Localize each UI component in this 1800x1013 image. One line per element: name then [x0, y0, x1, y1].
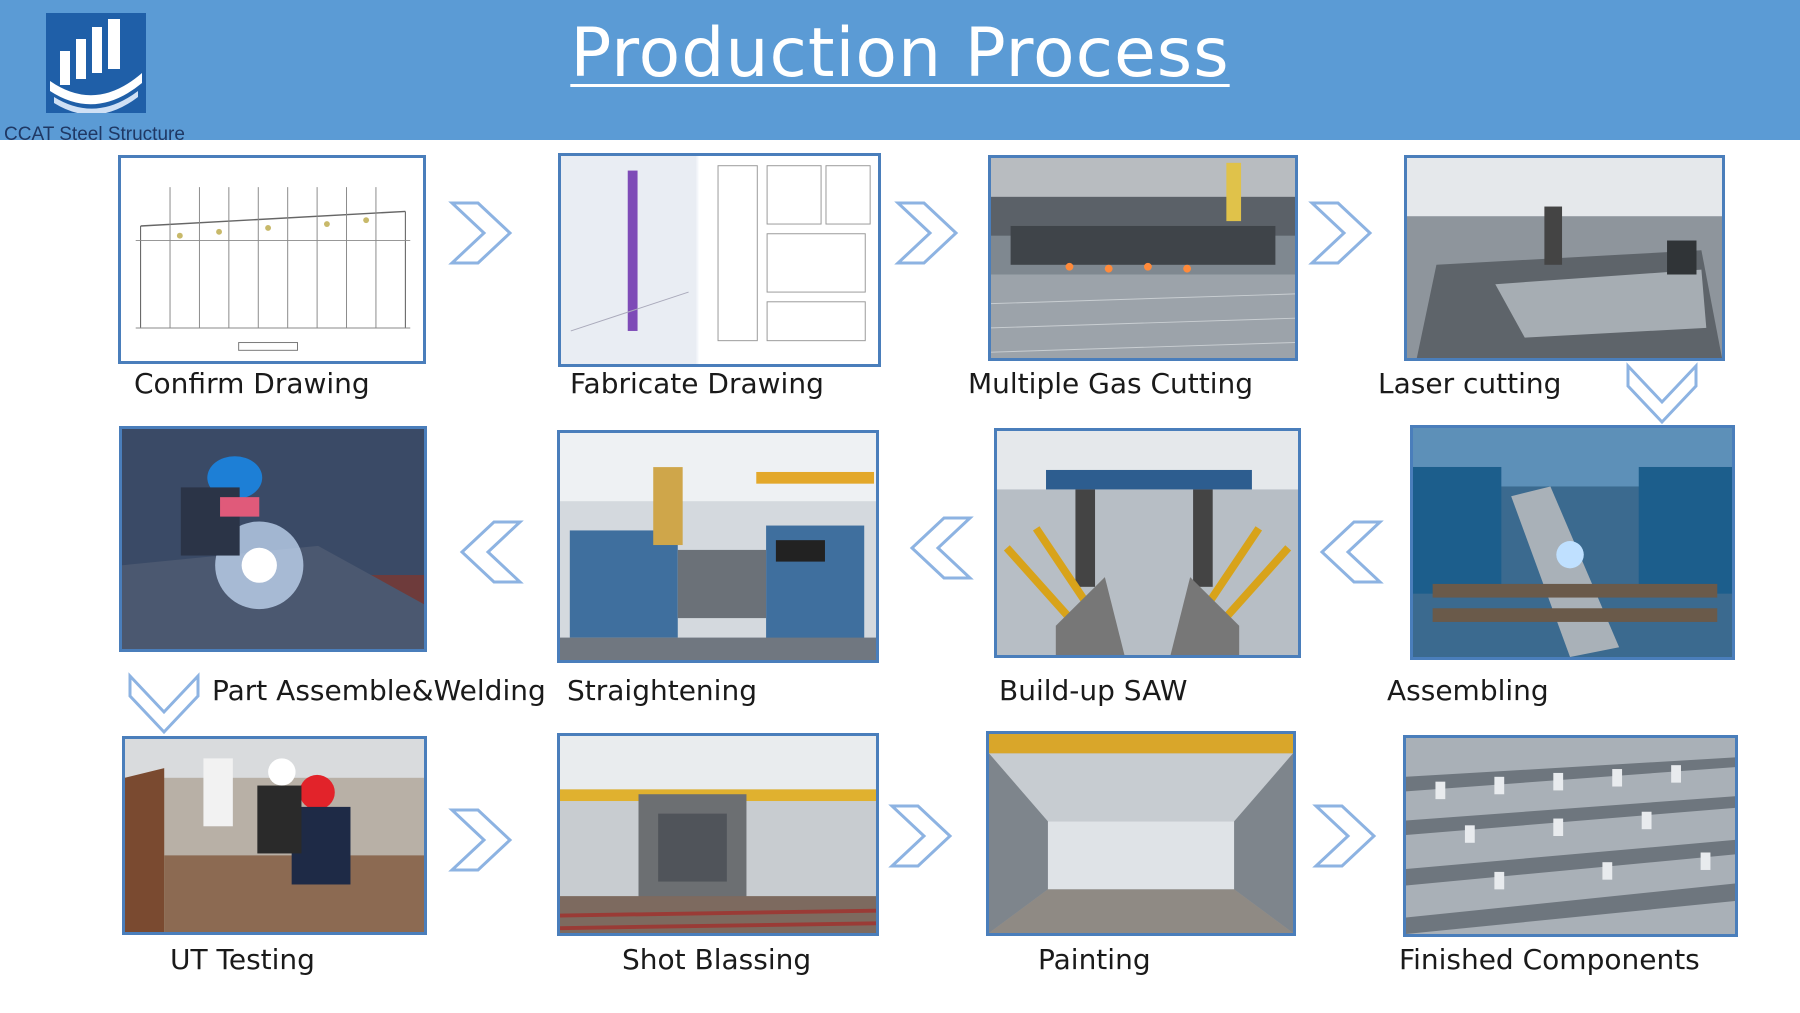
- step-label: Build-up SAW: [999, 674, 1188, 707]
- chevron-right-icon: [886, 796, 966, 876]
- step-image-ut-testing: [122, 736, 427, 935]
- step-label: Finished Components: [1399, 943, 1700, 976]
- step-image-confirm-drawing: [118, 155, 426, 364]
- step-image-laser-cutting: [1404, 155, 1725, 361]
- step-label: Confirm Drawing: [134, 367, 370, 400]
- chevron-left-icon: [1306, 512, 1386, 592]
- step-label: Part Assemble&Welding: [212, 674, 546, 707]
- page-title: Production Process: [570, 14, 1230, 93]
- step-label: Laser cutting: [1378, 367, 1562, 400]
- step-label: Shot Blassing: [622, 943, 812, 976]
- chevron-right-icon: [446, 193, 526, 273]
- step-label: Straightening: [567, 674, 757, 707]
- chevron-left-icon: [446, 512, 526, 592]
- chevron-right-icon: [446, 800, 526, 880]
- brand-name: CCAT Steel Structure: [4, 124, 185, 145]
- step-label: Fabricate Drawing: [570, 367, 824, 400]
- chevron-down-icon: [124, 672, 204, 738]
- step-image-straightening: [557, 430, 879, 663]
- chevron-down-icon: [1622, 362, 1702, 428]
- chevron-right-icon: [1310, 796, 1390, 876]
- step-image-multiple-gas-cutting: [988, 155, 1298, 361]
- step-label: UT Testing: [170, 943, 315, 976]
- step-image-part-assemble-welding: [119, 426, 427, 652]
- chevron-right-icon: [892, 193, 972, 273]
- step-label: Multiple Gas Cutting: [968, 367, 1254, 400]
- chevron-left-icon: [896, 508, 976, 588]
- header-bar: Production Process: [0, 0, 1800, 140]
- step-image-build-up-saw: [994, 428, 1301, 658]
- chevron-right-icon: [1306, 193, 1386, 273]
- step-image-shot-blasting: [557, 733, 879, 936]
- step-image-assembling: [1410, 425, 1735, 660]
- step-image-finished-components: [1403, 735, 1738, 937]
- step-label: Assembling: [1387, 674, 1549, 707]
- company-logo: [46, 13, 146, 115]
- step-image-fabricate-drawing: [558, 153, 881, 367]
- step-label: Painting: [1038, 943, 1151, 976]
- step-image-painting: [986, 731, 1296, 936]
